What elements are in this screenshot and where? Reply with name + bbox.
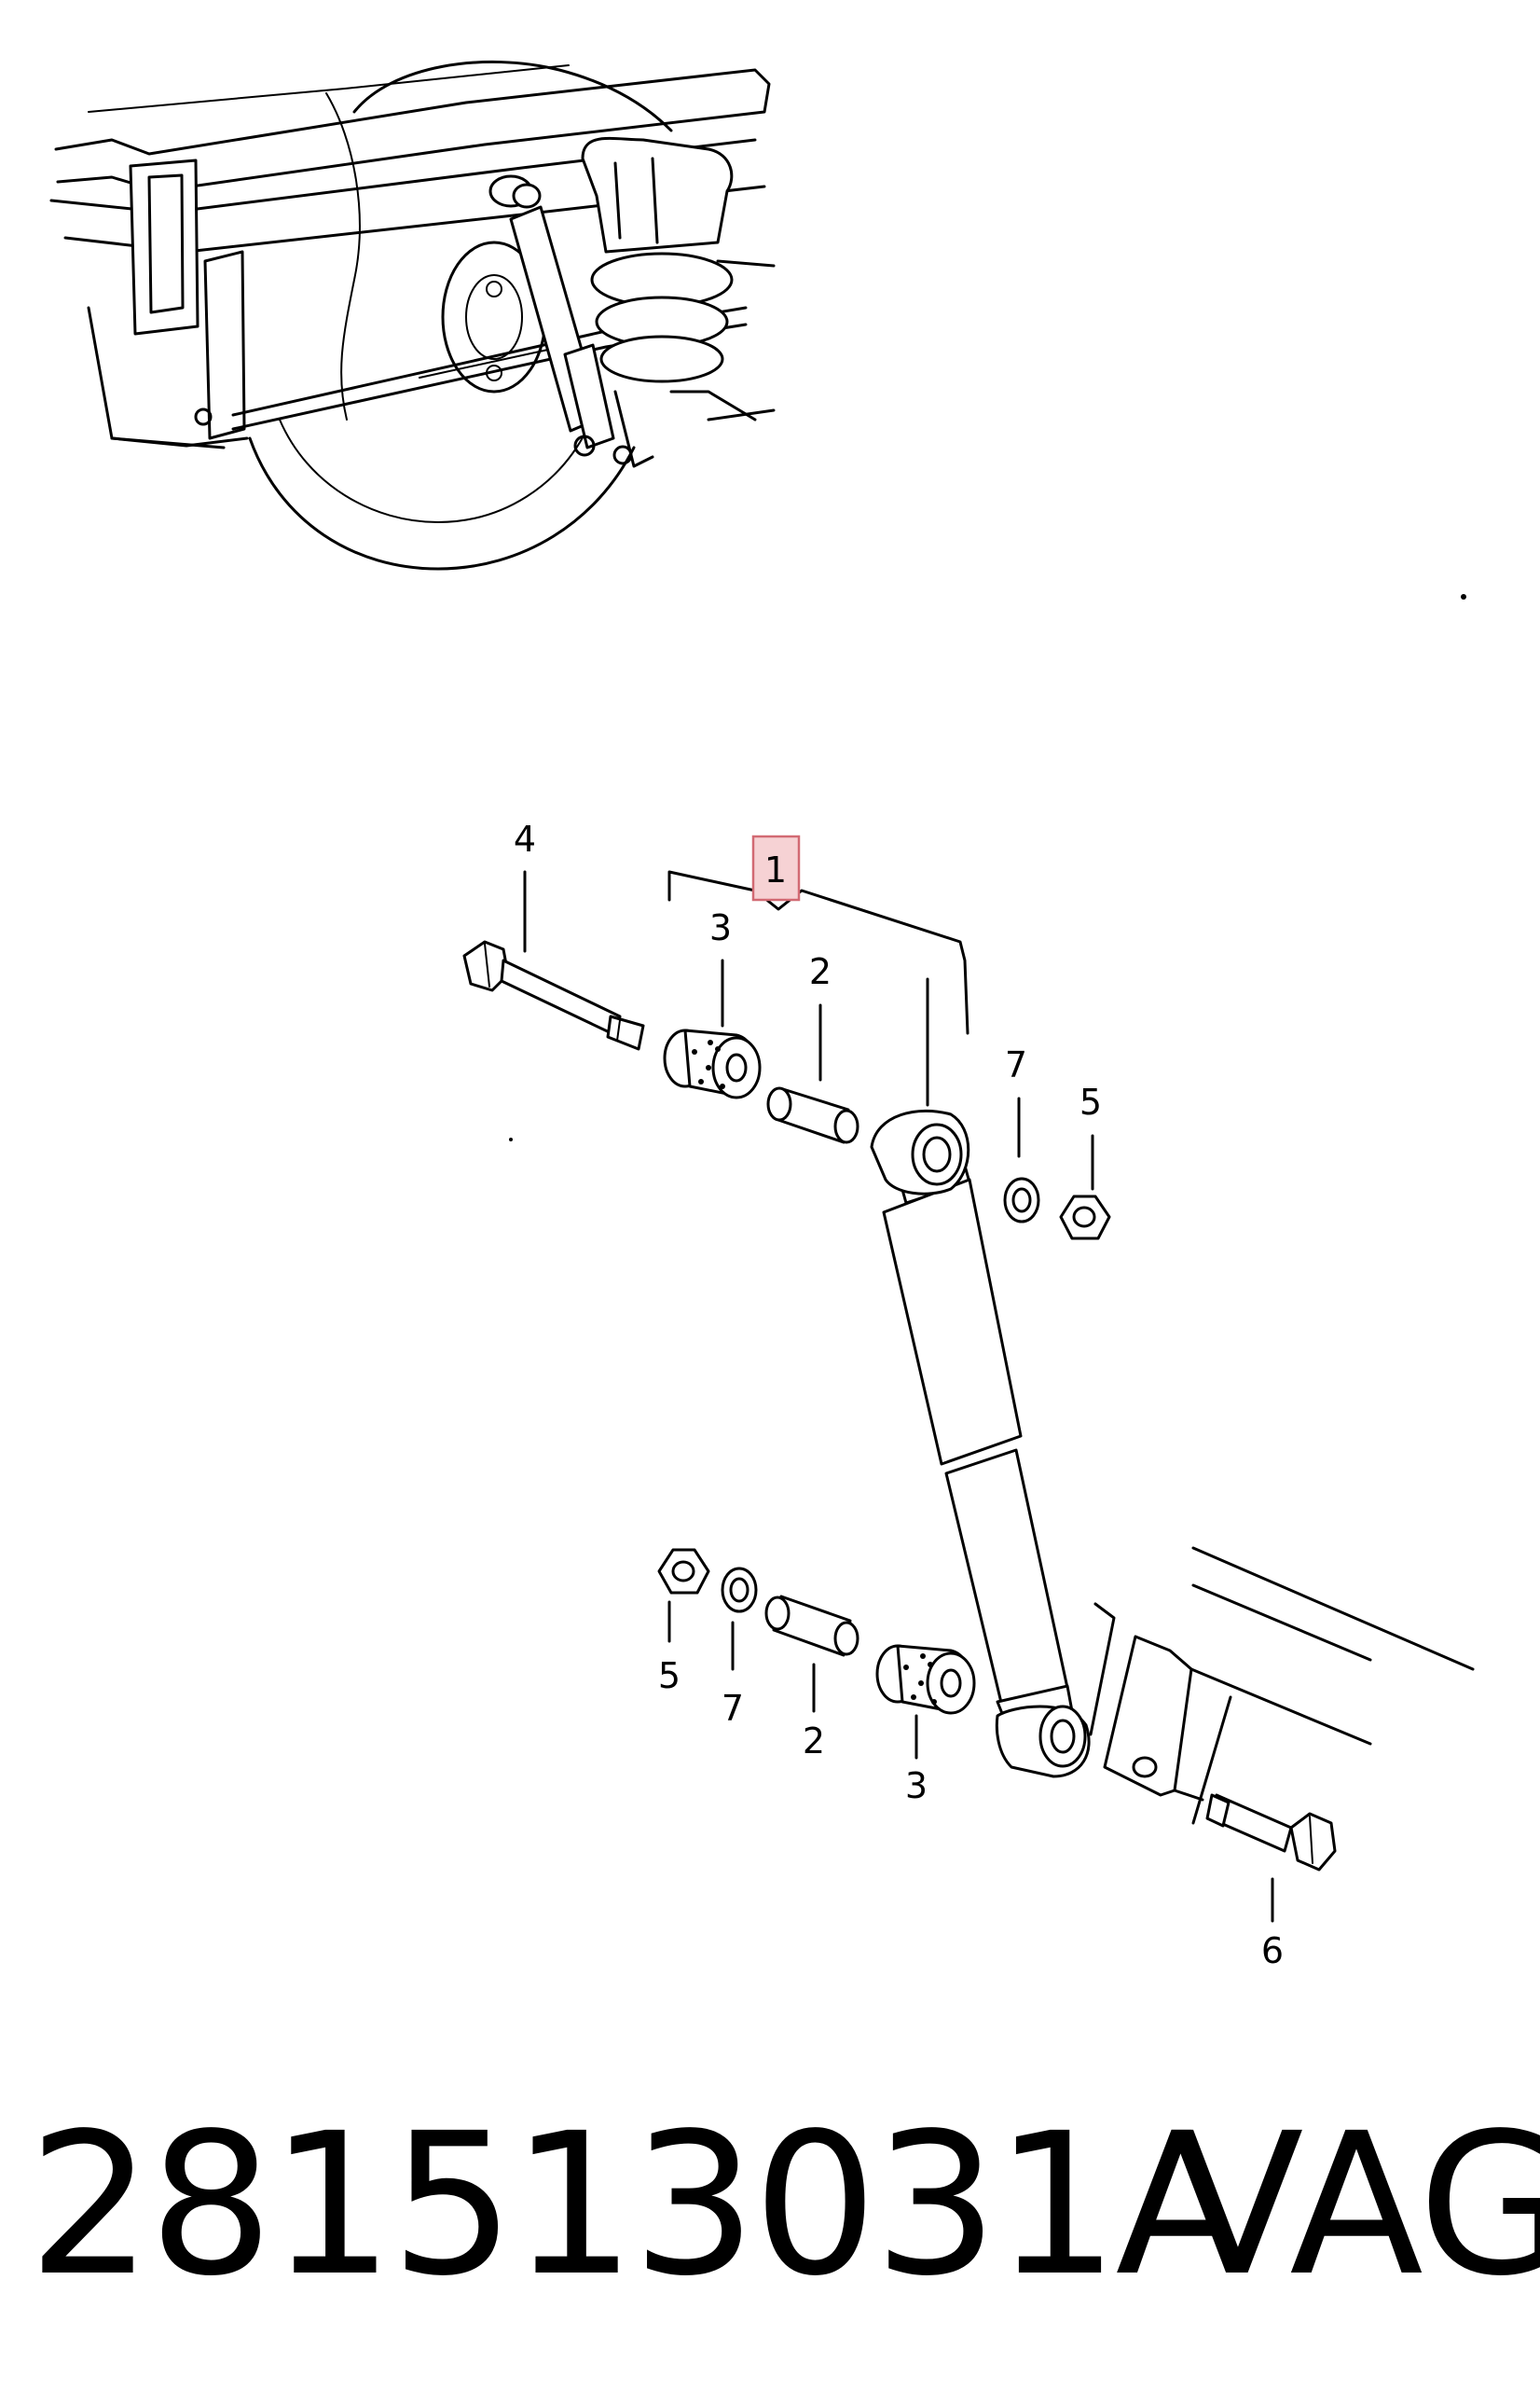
speck (509, 1138, 513, 1141)
shock-absorber (870, 977, 1091, 1778)
rubber-bush-upper (663, 1029, 762, 1099)
callout-4: 4 (514, 819, 536, 860)
callout-7-lower: 7 (722, 1688, 744, 1729)
speck (1461, 594, 1466, 600)
callout-1: 1 (764, 850, 787, 891)
nut-lower (657, 1548, 710, 1595)
rubber-bush-lower (875, 1644, 976, 1715)
sleeve-upper (766, 1086, 859, 1144)
bolt-upper (462, 940, 645, 1051)
callout-6: 6 (1261, 1930, 1284, 1971)
callout-2-upper: 2 (809, 951, 832, 992)
callout-5-lower: 5 (658, 1655, 681, 1696)
callout-2-lower: 2 (803, 1720, 825, 1762)
sleeve-lower (764, 1595, 859, 1657)
washer-lower (721, 1567, 758, 1613)
lower-mount-bracket (1089, 1546, 1475, 1825)
callout-5-upper: 5 (1079, 1082, 1102, 1123)
bolt-lower (1205, 1793, 1337, 1872)
overview-shock-absorber (488, 174, 633, 465)
nut-upper (1059, 1195, 1111, 1240)
callout-7-upper: 7 (1005, 1044, 1027, 1085)
washer-upper (1003, 1177, 1040, 1223)
callout-3-upper: 3 (709, 907, 732, 948)
callout-3-lower: 3 (905, 1765, 928, 1806)
part-number: 281513031A (28, 2091, 1249, 2319)
brand-label: VAG (1170, 2091, 1540, 2319)
callout-1-highlight (751, 835, 801, 902)
axle-overview-illustration (49, 61, 776, 571)
